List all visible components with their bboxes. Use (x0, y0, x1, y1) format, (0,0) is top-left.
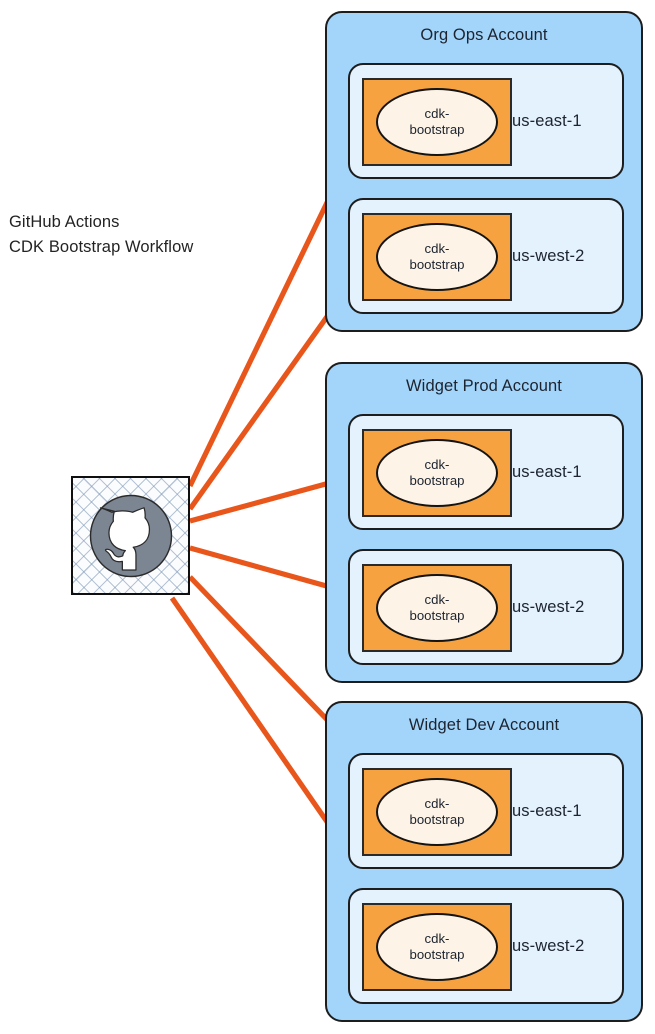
region-box-us-west-2[interactable]: cdk- bootstrap us-west-2 (348, 888, 624, 1004)
github-octocat-icon (89, 494, 172, 577)
github-actions-source-node[interactable] (71, 476, 190, 595)
source-label-line2: CDK Bootstrap Workflow (9, 238, 194, 256)
account-title: Org Ops Account (420, 26, 548, 44)
stack-label: cdk- bootstrap (409, 106, 465, 137)
account-group-widget-prod[interactable]: Widget Prod Account cdk- bootstrap us-ea… (325, 362, 643, 683)
region-box-us-east-1[interactable]: cdk- bootstrap us-east-1 (348, 753, 624, 869)
region-label: us-east-1 (512, 111, 582, 130)
region-box-us-west-2[interactable]: cdk- bootstrap us-west-2 (348, 198, 624, 314)
stack-label: cdk- bootstrap (409, 931, 465, 962)
stack-label: cdk- bootstrap (409, 592, 465, 623)
account-title: Widget Prod Account (406, 377, 562, 395)
account-group-org-ops[interactable]: Org Ops Account cdk- bootstrap us-east-1… (325, 11, 643, 332)
cdk-bootstrap-ellipse: cdk- bootstrap (376, 88, 498, 156)
region-box-us-east-1[interactable]: cdk- bootstrap us-east-1 (348, 63, 624, 179)
source-label-line1: GitHub Actions (9, 213, 120, 231)
cdk-bootstrap-stack[interactable]: cdk- bootstrap (362, 78, 512, 166)
cdk-bootstrap-ellipse: cdk- bootstrap (376, 913, 498, 981)
cdk-bootstrap-ellipse: cdk- bootstrap (376, 574, 498, 642)
stack-label: cdk- bootstrap (409, 796, 465, 827)
account-group-widget-dev[interactable]: Widget Dev Account cdk- bootstrap us-eas… (325, 701, 643, 1022)
cdk-bootstrap-stack[interactable]: cdk- bootstrap (362, 564, 512, 652)
region-label: us-west-2 (512, 246, 585, 265)
region-label: us-west-2 (512, 597, 585, 616)
cdk-bootstrap-stack[interactable]: cdk- bootstrap (362, 768, 512, 856)
region-label: us-east-1 (512, 462, 582, 481)
region-box-us-east-1[interactable]: cdk- bootstrap us-east-1 (348, 414, 624, 530)
cdk-bootstrap-ellipse: cdk- bootstrap (376, 778, 498, 846)
stack-label: cdk- bootstrap (409, 457, 465, 488)
region-box-us-west-2[interactable]: cdk- bootstrap us-west-2 (348, 549, 624, 665)
cdk-bootstrap-stack[interactable]: cdk- bootstrap (362, 213, 512, 301)
cdk-bootstrap-ellipse: cdk- bootstrap (376, 223, 498, 291)
cdk-bootstrap-stack[interactable]: cdk- bootstrap (362, 903, 512, 991)
account-title: Widget Dev Account (408, 716, 560, 734)
cdk-bootstrap-stack[interactable]: cdk- bootstrap (362, 429, 512, 517)
region-label: us-west-2 (512, 936, 585, 955)
cdk-bootstrap-ellipse: cdk- bootstrap (376, 439, 498, 507)
stack-label: cdk- bootstrap (409, 241, 465, 272)
region-label: us-east-1 (512, 801, 582, 820)
